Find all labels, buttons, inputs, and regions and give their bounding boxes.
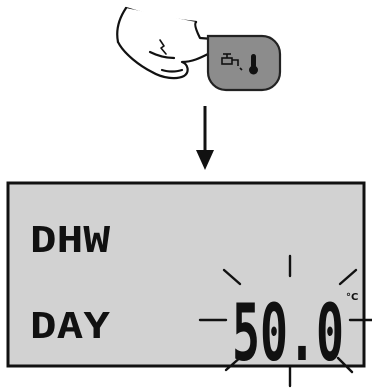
temperature-unit: °C [346, 292, 358, 303]
dhw-temperature-button[interactable] [206, 34, 282, 92]
lcd-display [6, 181, 366, 368]
temperature-value: 50.0 [232, 289, 344, 379]
pointing-hand-icon [116, 6, 232, 80]
thermometer-icon [249, 54, 258, 75]
mode-label: DHW [30, 220, 110, 261]
down-arrow-icon [196, 106, 214, 170]
blink-rays [198, 254, 372, 388]
tap-icon [221, 53, 243, 71]
period-label: DAY [30, 306, 110, 347]
